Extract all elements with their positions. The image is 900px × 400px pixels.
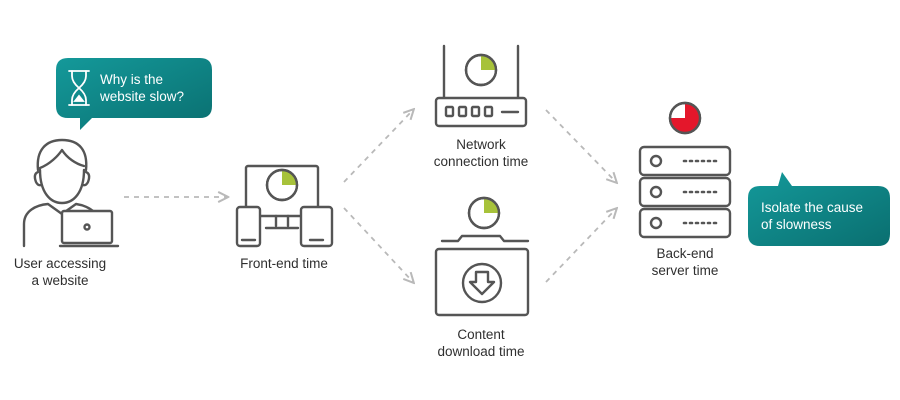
- backend-label: Back-end server time: [625, 245, 745, 279]
- backend-label-line-2: server time: [651, 263, 719, 278]
- router-icon: [434, 44, 528, 128]
- network-label-line-2: connection time: [433, 154, 529, 169]
- network-timer-icon: [464, 53, 498, 87]
- devices-icon: [235, 164, 334, 248]
- server-icon: [638, 101, 732, 239]
- user-label: User accessing a website: [2, 255, 118, 289]
- hourglass-icon: [68, 70, 90, 106]
- user-laptop-icon: [22, 138, 120, 248]
- frontend-timer-icon: [265, 168, 299, 202]
- arrow-content-to-server: [545, 209, 616, 283]
- question-line-1: Why is the: [100, 72, 164, 87]
- user-label-line-2: a website: [31, 273, 89, 288]
- network-label-line-1: Network: [456, 137, 506, 152]
- flow-arrows: [124, 110, 616, 282]
- backend-label-line-1: Back-end: [656, 246, 714, 261]
- question-line-2: website slow?: [100, 89, 185, 104]
- content-label-line-1: Content: [457, 327, 505, 342]
- content-timer-icon: [467, 196, 501, 230]
- question-bubble: [56, 58, 212, 130]
- isolate-bubble-text: Isolate the cause of slowness: [761, 199, 863, 233]
- arrow-network-to-server: [545, 109, 616, 182]
- arrow-frontend-to-network: [343, 110, 413, 183]
- isolate-line-1: Isolate the cause: [761, 200, 864, 215]
- frontend-label-line-1: Front-end time: [240, 256, 328, 271]
- arrow-frontend-to-content: [343, 207, 413, 282]
- backend-timer-icon: [668, 101, 702, 135]
- frontend-label: Front-end time: [228, 255, 340, 272]
- download-folder-icon: [434, 196, 530, 317]
- content-label: Content download time: [421, 326, 541, 360]
- content-label-line-2: download time: [437, 344, 525, 359]
- question-bubble-text: Why is the website slow?: [100, 71, 184, 105]
- isolate-bubble: [748, 172, 890, 246]
- network-label: Network connection time: [421, 136, 541, 170]
- isolate-line-2: of slowness: [761, 217, 832, 232]
- user-label-line-1: User accessing: [13, 256, 107, 271]
